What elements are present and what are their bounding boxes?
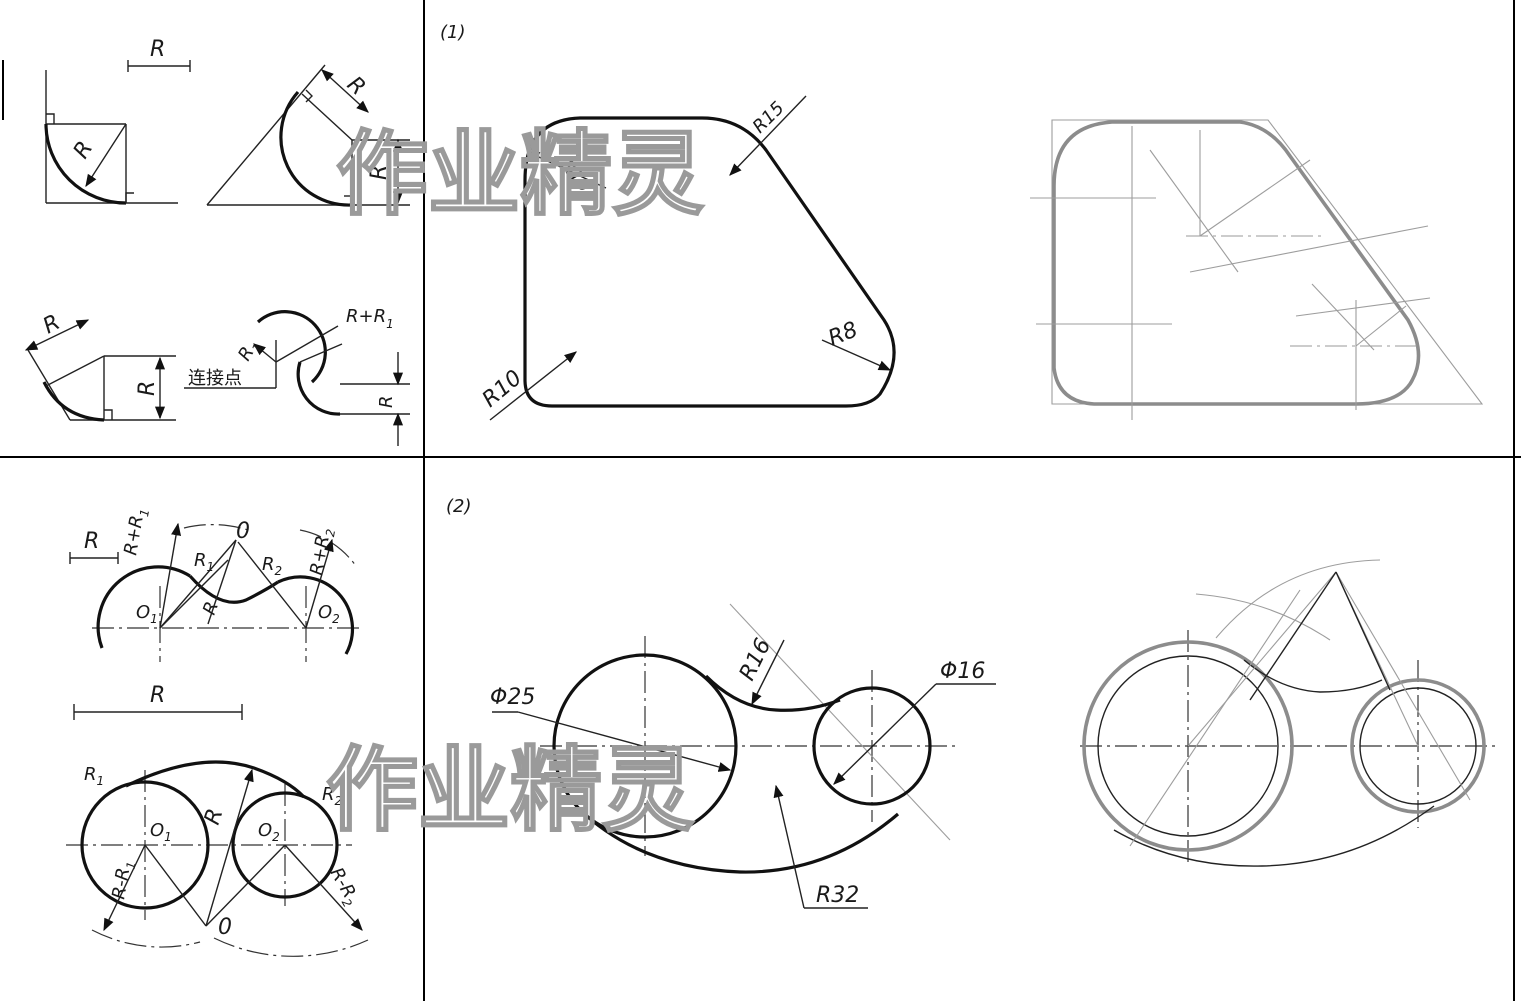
ref-b-r-label-4: R [200,806,229,828]
problem-2-given-figure: Φ25 R16 Φ16 R32 [490,603,996,909]
problem-2: (2) Φ25 R16 Φ16 R32 [446,496,1500,909]
ref-r-label-5: R [39,310,64,339]
p2-r32-label: R32 [816,883,859,908]
ref-b-r-label-3: R [150,683,165,708]
ref-r-label-3: R [342,72,370,101]
problem-1-label: (1) [440,22,466,43]
problem-2-label: (2) [446,496,472,517]
p2-r16-label: R16 [735,635,776,685]
ref-fig-internal-tangent: R R1 R2 O1 O2 R R-R1 R-R2 0 [66,683,369,957]
ref-fig-right-angle-fillet: R R [44,37,191,205]
p1-r8-label: R8 [825,317,862,351]
ref-b-r-minus-r1-label: R-R1 [108,859,138,902]
problem-2-construction [1080,559,1500,867]
ref-b-r-label-1: R [84,529,99,554]
p2-phi25-label: Φ25 [490,685,535,710]
ref-b-o1-label-2: O1 [150,820,172,844]
p1-r15-label: R15 [749,98,789,138]
ref-b-r1-label-2: R1 [84,764,104,788]
ref-fig-obtuse-angle-fillet: R R [24,310,176,422]
ref-b-o-label-2: 0 [218,915,232,940]
reference-panel-arc-tangent-lines: R R R R [24,37,410,446]
ref-b-r-plus-r1-label: R+R1 [120,506,152,557]
ref-fig-external-tangent: R R+R1 R1 0 R2 R+R2 R O1 O2 [69,506,362,662]
reference-panel-arc-tangent-circles: R R+R1 R1 0 R2 R+R2 R O1 O2 [66,506,369,957]
ref-r1-label: R1 [234,337,265,366]
ref-r-label-2: R [69,137,98,163]
ref-r-label-7: R [376,395,397,408]
problem-1-construction [1030,119,1484,420]
watermark-bottom: 作业精灵 [326,737,694,844]
ref-b-o-label-1: 0 [236,519,250,544]
p1-r10-bottom-label: R10 [478,366,527,413]
p2-phi16-label: Φ16 [940,659,985,684]
ref-r-label-4: R [367,165,392,180]
ref-connect-point-label: 连接点 [188,368,242,389]
ref-r-label-6: R [135,381,160,396]
watermark: 作业精灵 作业精灵 [325,120,705,845]
watermark-top: 作业精灵 [336,121,704,228]
ref-b-r1-label: R1 [194,550,214,574]
ref-fig-arc-to-arc: R+R1 R1 连接点 R [184,306,410,446]
ref-r-plus-r1-label: R+R1 [346,306,394,331]
ref-b-r2-label-2: R2 [322,784,342,808]
ref-b-r-label-2: R [199,599,223,618]
ref-b-o2-label-1: O2 [318,602,340,626]
ref-b-o2-label-2: O2 [258,820,280,844]
ref-b-r2-label: R2 [262,554,282,578]
ref-b-r-plus-r2-label: R+R2 [306,526,338,577]
ref-r-label-1: R [150,37,165,62]
ref-b-o1-label-1: O1 [136,602,158,626]
